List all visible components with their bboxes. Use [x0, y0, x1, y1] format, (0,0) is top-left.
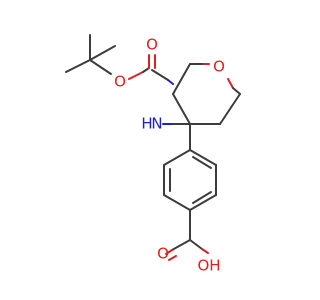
atom-label-o-ring: O: [213, 58, 225, 76]
ring-bond-5: [227, 78, 234, 89]
atom-label-o-acid-carbonyl: O: [157, 245, 169, 263]
aryl-bond-4: [189, 194, 217, 211]
structure-diagram: O O N H O O OH: [65, 34, 241, 275]
bond-carbonyl-c-segment: [142, 67, 150, 73]
bond-carboxyl-c-to-o: [171, 239, 191, 251]
bond-ester-o-to-carbonyl-c: [128, 71, 144, 80]
atom-label-h-amine: H: [141, 115, 152, 133]
ring-bond-1: [172, 93, 191, 125]
aryl-inner-2: [192, 191, 212, 204]
benzene-ring: [163, 123, 217, 211]
ring-bond-2: [172, 63, 191, 95]
bond-carbonyl-to-nitrogen: [167, 79, 174, 85]
bond-carbonyl-acid-1: [165, 249, 173, 255]
atom-label-o-acid-hydroxyl: OH: [197, 257, 220, 275]
atom-label-n-amine: N: [151, 115, 162, 133]
oxane-ring: [172, 63, 241, 125]
boc-carbamate: [128, 54, 174, 85]
atom-label-o-carbonyl-boc: O: [146, 36, 158, 54]
atom-label-o-ester-boc: O: [114, 73, 126, 91]
bond-carboxyl-c-to-oh: [189, 239, 203, 250]
tert-butyl-group: [65, 34, 116, 75]
ring-bond-7: [219, 93, 241, 125]
bond-carbonyl-c-to-n: [151, 69, 169, 81]
bond-tbu-methyl-left: [65, 59, 91, 73]
bond-tbu-methyl-right: [89, 45, 116, 61]
aryl-bond-1: [163, 149, 191, 166]
bond-carboxyl-oh: [201, 248, 209, 254]
aryl-bond-3: [163, 194, 191, 211]
aryl-bond-6: [189, 149, 217, 166]
bond-tbu-to-oxygen: [89, 59, 112, 75]
bond-carbonyl-acid-2: [168, 255, 177, 261]
aryl-inner-3: [192, 156, 212, 169]
carboxylic-acid: [165, 209, 209, 261]
ring-bond-6: [232, 87, 241, 95]
